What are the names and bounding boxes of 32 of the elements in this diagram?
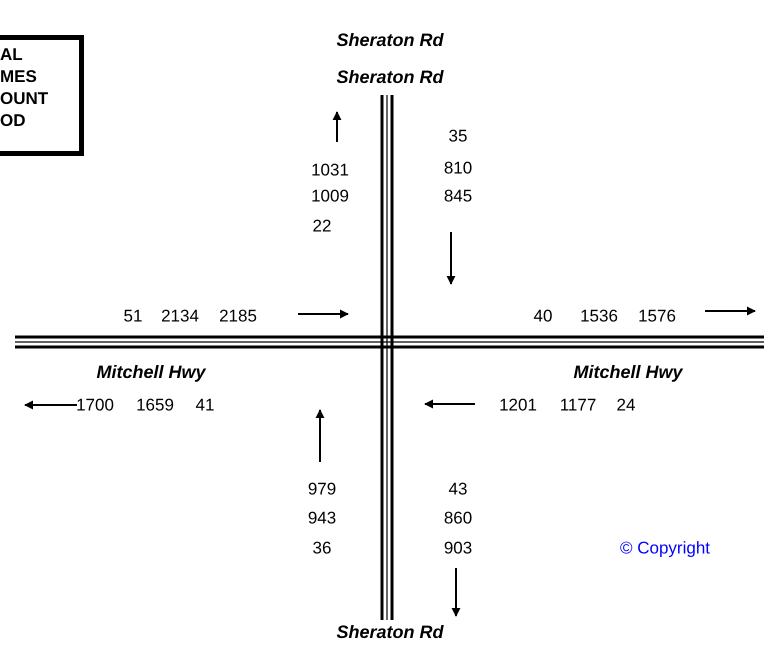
traffic-count: 1031 xyxy=(311,162,349,178)
legend-text: AL MES OUNT OD xyxy=(0,44,50,132)
traffic-count: 2134 xyxy=(161,308,199,324)
traffic-count: 1576 xyxy=(638,308,676,324)
traffic-count: 845 xyxy=(444,188,472,204)
traffic-count: 1659 xyxy=(136,396,174,414)
road-name: Sheraton Rd xyxy=(336,31,444,49)
traffic-count: 41 xyxy=(196,396,214,414)
traffic-count: 810 xyxy=(444,160,472,176)
road-name: Mitchell Hwy xyxy=(573,363,683,381)
traffic-count: 51 xyxy=(124,308,142,324)
road-name: Sheraton Rd xyxy=(336,623,444,641)
traffic-count: 36 xyxy=(312,540,332,556)
traffic-count: 2185 xyxy=(219,308,257,324)
traffic-count: 24 xyxy=(616,396,636,414)
road-name: Sheraton Rd xyxy=(336,68,444,86)
legend-box xyxy=(0,35,84,156)
traffic-count: 903 xyxy=(444,540,472,556)
traffic-count: 1009 xyxy=(311,188,349,204)
traffic-count: 22 xyxy=(312,218,332,234)
traffic-count: 35 xyxy=(448,128,468,144)
copyright-note: © Copyright xyxy=(620,540,710,556)
traffic-count: 860 xyxy=(444,510,472,526)
traffic-count: 1700 xyxy=(76,396,114,414)
traffic-count: 40 xyxy=(534,308,552,324)
traffic-count: 1177 xyxy=(560,396,596,414)
traffic-count: 943 xyxy=(308,510,336,526)
traffic-count: 979 xyxy=(308,480,336,498)
road-name: Mitchell Hwy xyxy=(96,363,206,381)
traffic-count: 43 xyxy=(448,480,468,498)
traffic-count: 1201 xyxy=(499,396,537,414)
traffic-count: 1536 xyxy=(580,308,618,324)
